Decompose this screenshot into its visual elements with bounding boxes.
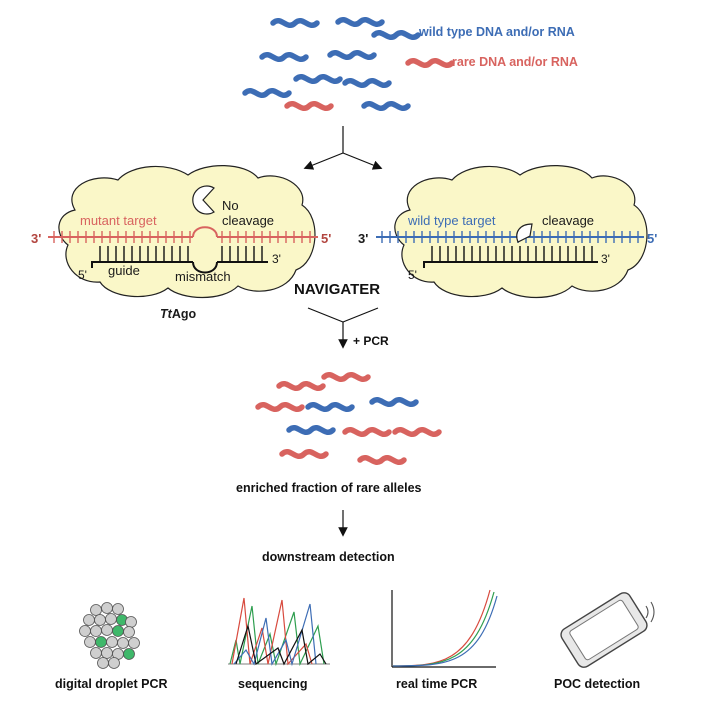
cleavage-label: cleavage	[542, 213, 594, 228]
wild-type-squiggle	[270, 18, 320, 28]
right-guide-3prime: 3'	[601, 252, 610, 266]
droplet-cluster-icon	[79, 602, 140, 669]
left-5prime-label: 5'	[321, 231, 331, 246]
right-5prime-label: 5'	[647, 231, 657, 246]
ddpcr-label: digital droplet PCR	[55, 677, 168, 691]
rare-squiggle	[321, 372, 371, 382]
legend-wild-type: wild type DNA and/or RNA	[418, 25, 575, 39]
wild-type-squiggle	[305, 402, 355, 412]
mutant-target-strand	[48, 226, 318, 243]
enriched-label: enriched fraction of rare alleles	[236, 481, 422, 495]
wild-type-squiggle	[327, 50, 377, 60]
wild-type-squiggle	[369, 397, 419, 407]
pcr-step-label: + PCR	[353, 334, 389, 348]
legend-rare: rare DNA and/or RNA	[452, 55, 578, 69]
left-guide-5prime: 5'	[78, 268, 87, 282]
wireless-signal-icon	[645, 601, 655, 623]
rare-squiggle	[357, 455, 407, 465]
wild-type-target-strand	[376, 231, 644, 243]
input-molecules	[242, 17, 455, 111]
sequencing-label: sequencing	[238, 677, 307, 691]
rare-squiggle	[276, 381, 326, 391]
wild-type-squiggle	[259, 52, 309, 62]
guide-strand-left	[91, 246, 268, 274]
wild-type-target-label: wild type target	[407, 213, 496, 228]
rare-squiggle	[405, 58, 455, 68]
wild-type-squiggle	[361, 101, 411, 111]
left-3prime-label: 3'	[31, 231, 41, 246]
right-guide-5prime: 5'	[408, 268, 417, 282]
realtime-pcr-plot-icon	[391, 589, 498, 668]
realtime-label: real time PCR	[396, 677, 477, 691]
wild-type-squiggle	[342, 78, 392, 88]
method-name: NAVIGATER	[294, 281, 380, 298]
mutant-target-label: mutant target	[80, 213, 157, 228]
wild-type-squiggle	[242, 88, 292, 98]
poc-label: POC detection	[554, 677, 640, 691]
left-guide-3prime: 3'	[272, 252, 281, 266]
rare-squiggle	[255, 402, 305, 412]
wild-type-squiggle	[371, 30, 421, 40]
ttago-rest: Ago	[172, 307, 197, 321]
right-3prime-label: 3'	[358, 231, 368, 246]
guide-strand-right	[423, 246, 598, 268]
ttago-italic: Tt	[160, 307, 173, 321]
rare-squiggle	[284, 101, 334, 111]
wild-type-squiggle	[286, 425, 336, 435]
ttago-cloud-left	[58, 165, 316, 299]
rare-squiggle	[392, 427, 442, 437]
chromatogram-icon	[228, 597, 330, 667]
guide-label: guide	[108, 263, 140, 278]
no-label: No	[222, 198, 239, 213]
catalytic-site-left	[192, 185, 215, 215]
no-cleavage-label: cleavage	[222, 213, 274, 228]
rare-squiggle	[279, 449, 329, 459]
wild-type-squiggle	[293, 74, 343, 84]
wild-type-squiggle	[335, 17, 385, 27]
enriched-molecules	[255, 372, 442, 465]
merge-arrow	[307, 307, 379, 349]
ttago-label: TtAgo	[160, 307, 196, 321]
split-arrow	[303, 126, 383, 170]
smartphone-icon	[560, 592, 655, 668]
mismatch-label: mismatch	[175, 269, 231, 284]
downstream-label: downstream detection	[262, 550, 395, 564]
catalytic-site-right	[516, 223, 533, 243]
rare-squiggle	[342, 427, 392, 437]
